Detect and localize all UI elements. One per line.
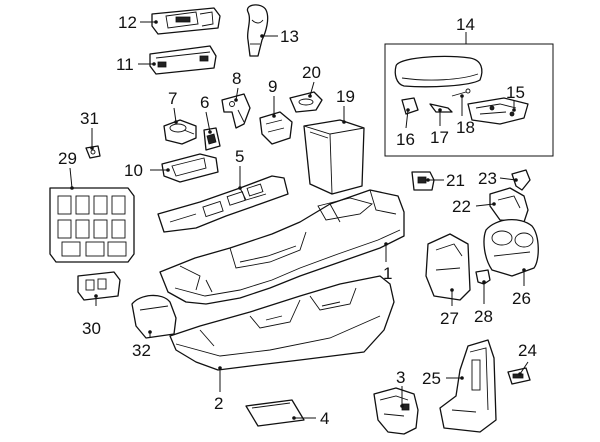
part-bracket-27 bbox=[425, 233, 471, 301]
callout-9: 9 bbox=[268, 77, 277, 96]
callout-4: 4 bbox=[320, 409, 329, 428]
part-switch-24 bbox=[507, 367, 531, 385]
callout-26: 26 bbox=[512, 289, 531, 308]
callout-11: 11 bbox=[116, 55, 134, 74]
part-switch-block bbox=[77, 271, 121, 301]
part-fastener-31 bbox=[85, 145, 101, 159]
part-clip-16 bbox=[401, 97, 419, 115]
callout-23: 23 bbox=[478, 169, 497, 188]
part-pin-18 bbox=[451, 88, 471, 97]
callout-30: 30 bbox=[82, 319, 101, 338]
part-spring-17 bbox=[429, 103, 453, 113]
part-clip-23 bbox=[511, 169, 531, 191]
callout-2: 2 bbox=[214, 394, 223, 413]
part-shift-plate bbox=[157, 175, 289, 233]
callout-5: 5 bbox=[235, 147, 244, 166]
callout-32: 32 bbox=[132, 341, 151, 360]
part-bezel-12 bbox=[151, 7, 221, 35]
callout-25: 25 bbox=[422, 369, 441, 388]
part-clip-28 bbox=[475, 269, 491, 285]
part-insert-22 bbox=[489, 187, 529, 223]
callout-labels: 1 2 3 4 5 6 7 8 9 10 11 12 13 14 15 16 1… bbox=[58, 13, 537, 428]
part-end-cap bbox=[131, 294, 177, 339]
callout-22: 22 bbox=[452, 197, 471, 216]
callout-15: 15 bbox=[506, 83, 525, 102]
part-armrest-group bbox=[384, 43, 554, 157]
leader-lines bbox=[69, 20, 529, 420]
callout-14: 14 bbox=[456, 15, 475, 34]
callout-19: 19 bbox=[336, 87, 355, 106]
callout-17: 17 bbox=[430, 128, 449, 147]
part-connector-21 bbox=[411, 171, 435, 191]
part-storage-bin bbox=[303, 119, 365, 195]
part-side-panel bbox=[439, 339, 497, 433]
part-lower-trim bbox=[169, 275, 395, 371]
callout-10: 10 bbox=[124, 161, 143, 180]
callout-6: 6 bbox=[200, 93, 209, 112]
callout-18: 18 bbox=[456, 118, 475, 137]
callout-7: 7 bbox=[168, 89, 177, 108]
callout-3: 3 bbox=[396, 368, 405, 387]
callout-31: 31 bbox=[80, 109, 99, 128]
part-cup-holder bbox=[483, 219, 539, 277]
callout-28: 28 bbox=[474, 307, 493, 326]
part-latch bbox=[467, 97, 529, 125]
part-cover-20 bbox=[289, 91, 323, 113]
part-socket bbox=[163, 119, 197, 145]
part-console-body bbox=[159, 189, 405, 305]
part-switch-panel bbox=[49, 187, 135, 263]
callout-21: 21 bbox=[446, 171, 465, 190]
callout-27: 27 bbox=[440, 309, 459, 328]
callout-16: 16 bbox=[396, 130, 415, 149]
callout-12: 12 bbox=[118, 13, 137, 32]
callout-13: 13 bbox=[280, 27, 299, 46]
callout-24: 24 bbox=[518, 341, 537, 360]
part-plate bbox=[245, 399, 305, 427]
part-bezel-10 bbox=[161, 153, 219, 183]
part-panel-11 bbox=[149, 45, 217, 75]
callout-8: 8 bbox=[232, 69, 241, 88]
part-side-bracket bbox=[373, 387, 419, 435]
callout-29: 29 bbox=[58, 149, 77, 168]
part-switch-9 bbox=[259, 111, 293, 145]
part-bracket-8 bbox=[221, 93, 251, 129]
callout-1: 1 bbox=[383, 264, 392, 283]
callout-20: 20 bbox=[302, 63, 321, 82]
part-shift-knob bbox=[246, 4, 269, 57]
part-switch-6 bbox=[203, 127, 221, 151]
